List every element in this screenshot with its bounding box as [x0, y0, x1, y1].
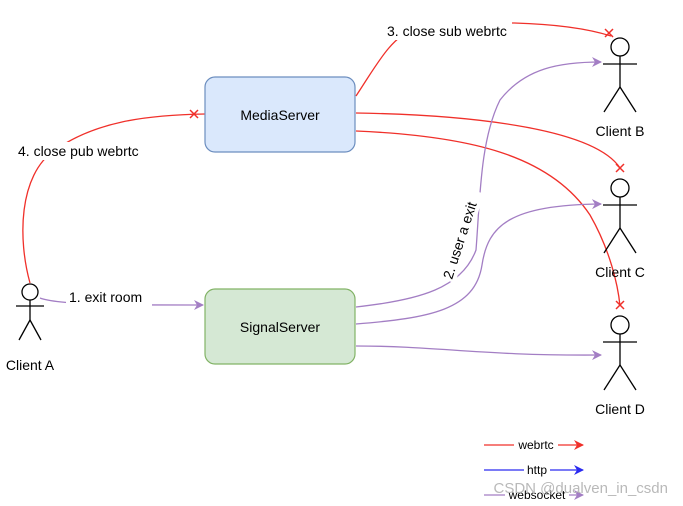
edge-close-pub-webrtc [22, 113, 206, 284]
client-c-label: Client C [595, 264, 645, 280]
x-marker-client-c [615, 163, 625, 173]
client-c-actor-icon [603, 178, 637, 254]
label-bg [14, 142, 148, 160]
legend-label-websocket: websocket [508, 488, 566, 502]
edge-media-to-client-d [355, 130, 621, 307]
edge-signal-to-client-c [355, 199, 602, 325]
edge-media-to-client-c [355, 112, 621, 169]
client-b-label: Client B [595, 123, 644, 139]
legend-item-webrtc: webrtc [484, 437, 584, 452]
signal-server-node: SignalServer [204, 288, 356, 365]
legend-item-websocket: websocket [484, 487, 584, 502]
signal-server-label: SignalServer [240, 319, 320, 335]
legend: webrtc http websocket [484, 437, 584, 502]
label-bg [382, 22, 512, 40]
edge-signal-to-client-d [355, 345, 602, 361]
legend-item-http: http [484, 462, 584, 477]
legend-label-http: http [527, 463, 547, 477]
label-bg [439, 188, 485, 284]
x-marker-client-d [615, 300, 625, 310]
label-bg [66, 289, 152, 306]
legend-label-webrtc: webrtc [517, 438, 553, 452]
client-d-label: Client D [595, 401, 645, 417]
client-b-actor-icon [603, 37, 637, 113]
media-server-node: MediaServer [204, 76, 356, 153]
edge-label-exit-room: 1. exit room [69, 289, 142, 305]
client-a-actor-icon [16, 283, 44, 341]
watermark-text: CSDN @dualven_in_csdn [494, 480, 669, 497]
media-server-label: MediaServer [240, 107, 320, 123]
client-a-label: Client A [6, 357, 55, 373]
edge-signal-to-client-b [355, 57, 602, 308]
x-marker-client-b [604, 28, 614, 38]
edge-label-close-sub: 3. close sub webrtc [387, 23, 507, 39]
x-marker-media-server [189, 109, 199, 119]
client-d-actor-icon [603, 315, 637, 391]
edge-label-close-pub: 4. close pub webrtc [18, 143, 139, 159]
